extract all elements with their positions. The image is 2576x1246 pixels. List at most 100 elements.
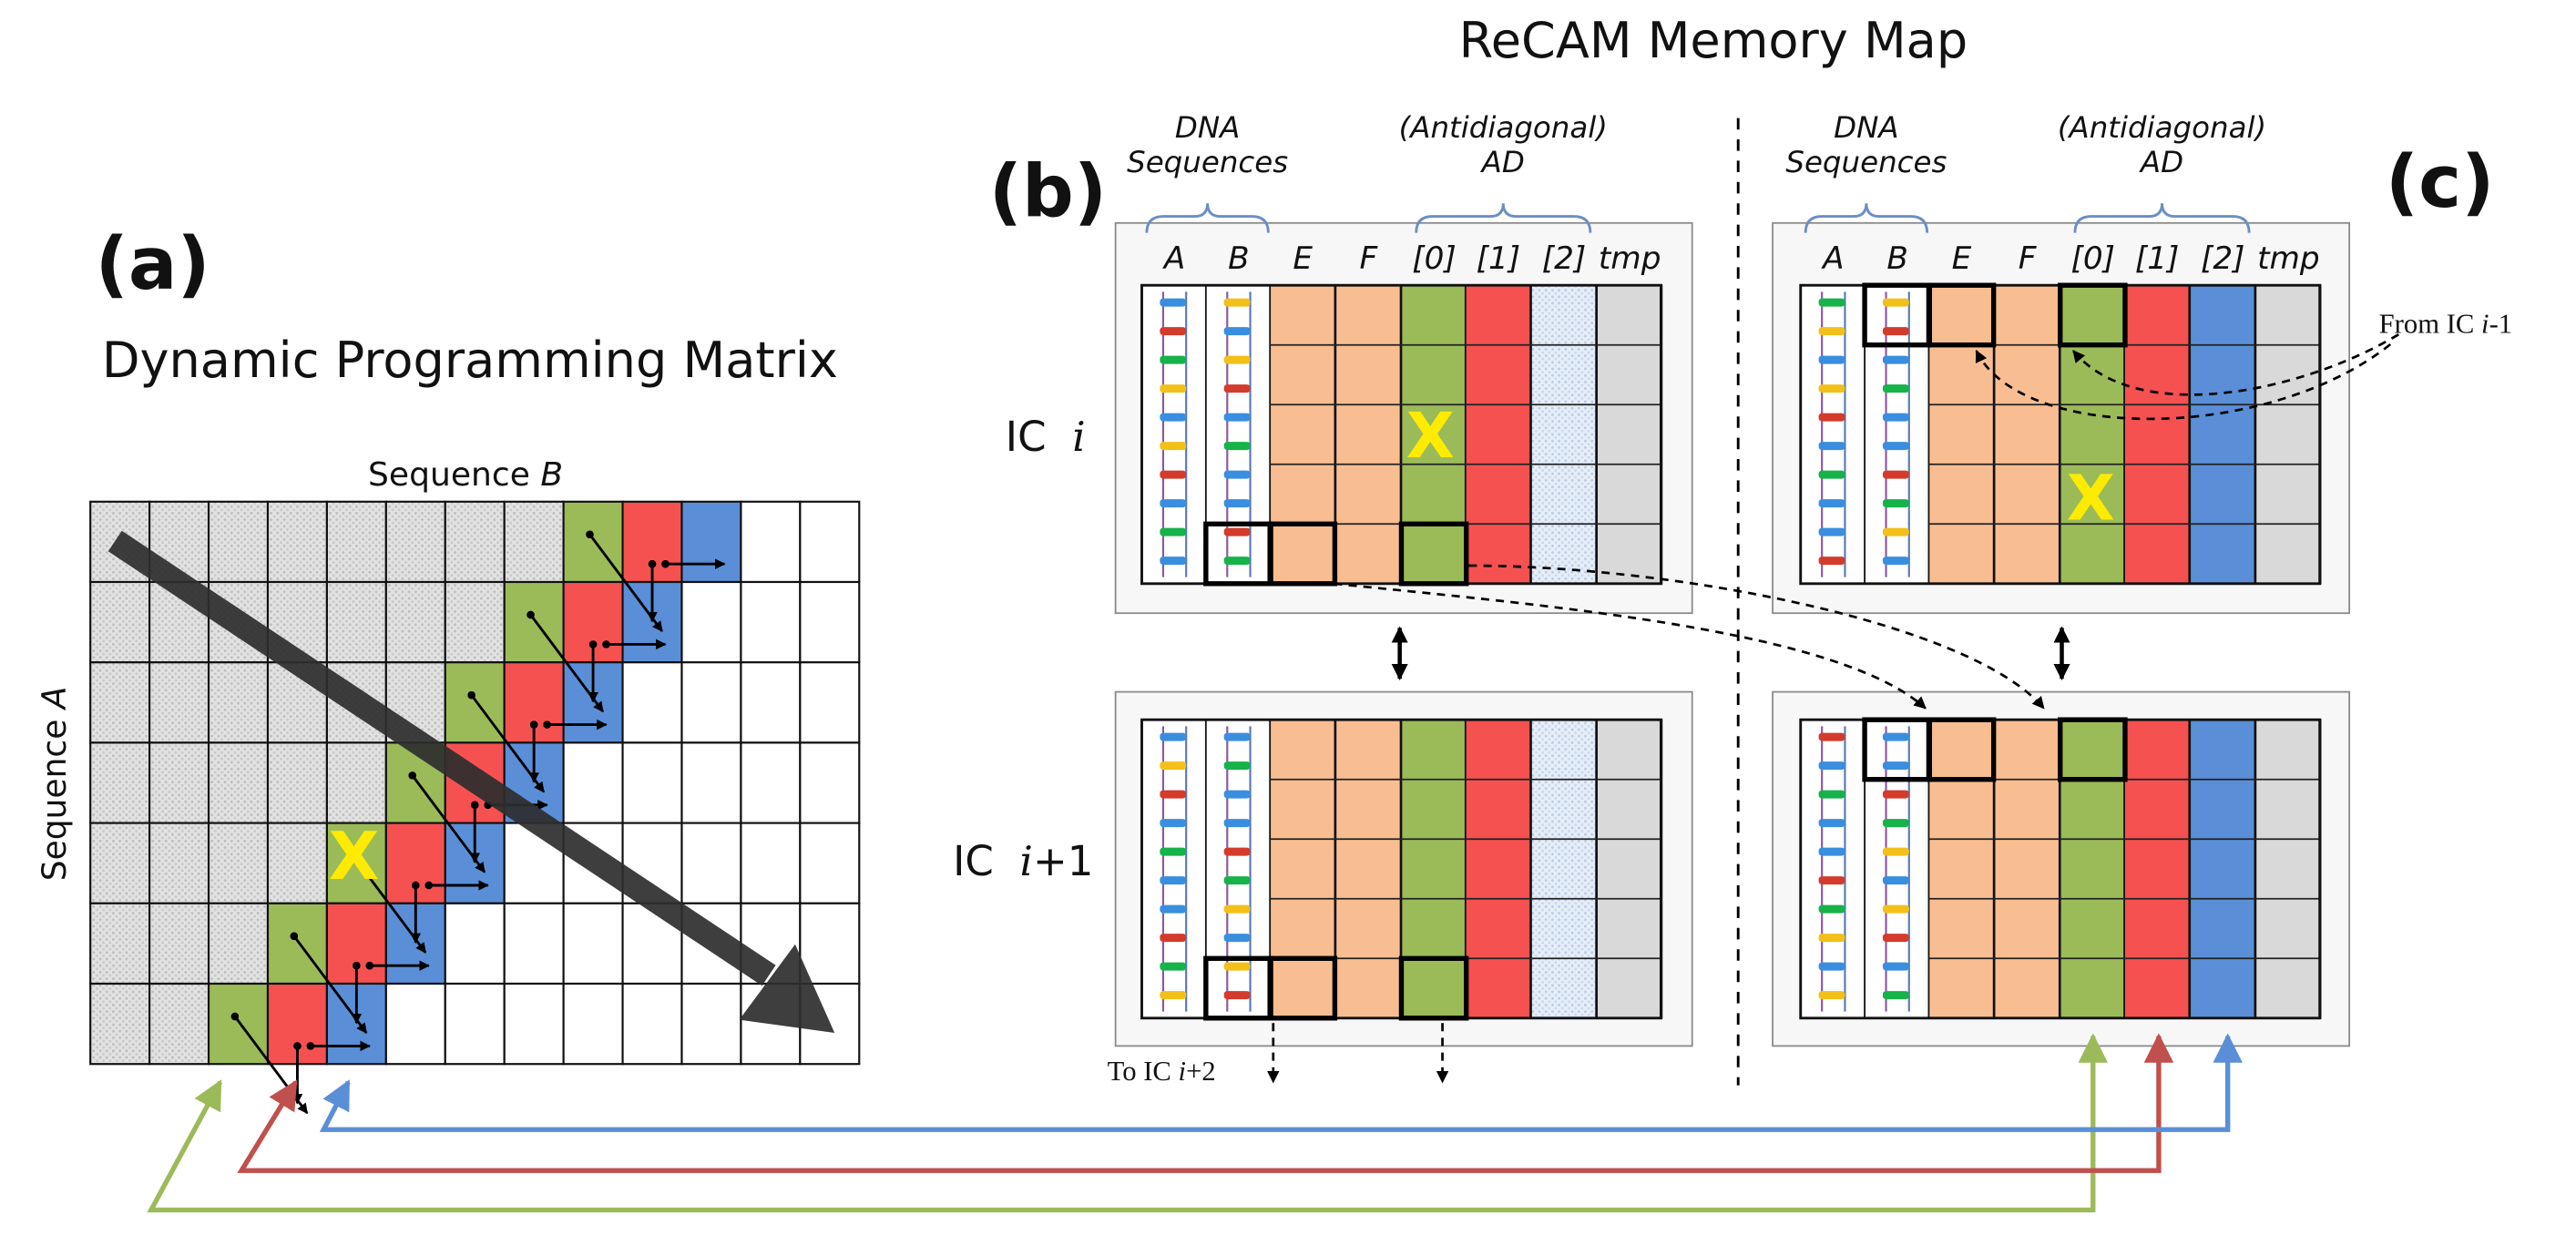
dna-base xyxy=(1882,732,1909,741)
dna-base xyxy=(1223,527,1251,536)
dna-base xyxy=(1223,499,1251,508)
dna-base xyxy=(1223,470,1251,479)
col-header-tmp-b: tmp xyxy=(1598,240,1661,278)
dna-base xyxy=(1223,876,1251,885)
memory-column xyxy=(1927,284,1995,585)
col-header-tmp-c: tmp xyxy=(2257,240,2320,278)
figure-title: ReCAM Memory Map xyxy=(1458,13,1968,71)
matrix-cell xyxy=(740,822,802,904)
memory-column xyxy=(1334,284,1402,585)
highlight-box xyxy=(1398,521,1469,587)
dna-base xyxy=(1160,962,1187,971)
dna-base xyxy=(1818,876,1845,885)
matrix-y-axis-label: Sequence A xyxy=(34,686,75,882)
panel-label-c: (c) xyxy=(2385,140,2495,225)
dna-base xyxy=(1223,934,1251,943)
col-header-b-c: B xyxy=(1886,240,1908,278)
dna-base xyxy=(1160,384,1187,393)
dna-base xyxy=(1818,413,1845,422)
matrix-cell xyxy=(680,982,742,1066)
dna-base xyxy=(1223,298,1251,307)
dna-base xyxy=(1882,847,1909,856)
matrix-cell xyxy=(384,982,446,1066)
matrix-cell xyxy=(325,580,387,664)
memory-column xyxy=(1400,719,1467,1019)
dna-base xyxy=(1818,527,1845,536)
matrix-cell xyxy=(680,500,742,584)
matrix-cell xyxy=(740,741,802,824)
dna-base xyxy=(1818,790,1845,799)
memory-column xyxy=(1269,719,1336,1019)
feedback-arrow-green xyxy=(147,1033,2109,1213)
col-header-b-b: B xyxy=(1228,240,1250,278)
panel-label-a: (a) xyxy=(95,222,210,307)
dna-base xyxy=(1818,934,1845,943)
matrix-cell xyxy=(799,741,861,824)
dna-base xyxy=(1882,904,1909,914)
dna-base xyxy=(1160,819,1187,828)
sweep-arrow-shaft xyxy=(107,530,776,986)
matrix-cell xyxy=(89,902,151,986)
dna-base xyxy=(1882,413,1909,422)
dna-base xyxy=(1818,327,1845,336)
highlight-box xyxy=(1926,282,1997,348)
col-header-ad0-b: [0] xyxy=(1412,240,1457,278)
matrix-cell xyxy=(680,580,742,664)
matrix-cell xyxy=(621,661,683,744)
dna-base xyxy=(1223,790,1251,799)
matrix-cell xyxy=(503,902,565,986)
highlight-box xyxy=(1926,717,1997,782)
dna-base xyxy=(1818,819,1845,828)
memory-column xyxy=(2123,719,2191,1019)
dna-base xyxy=(1223,557,1251,566)
memory-column xyxy=(1927,719,1995,1019)
dna-base xyxy=(1882,991,1909,1000)
matrix-cell xyxy=(799,661,861,744)
memory-column xyxy=(1596,284,1663,585)
dna-brace-b xyxy=(1145,203,1270,233)
matrix-cell xyxy=(444,580,506,664)
dna-base xyxy=(1818,298,1845,307)
dna-base xyxy=(1160,732,1187,741)
dna-base xyxy=(1160,527,1187,536)
memory-column xyxy=(1530,284,1598,585)
dna-base xyxy=(1882,327,1909,336)
matrix-cell xyxy=(444,902,506,986)
memory-column xyxy=(1993,719,2060,1019)
matrix-cell xyxy=(89,741,151,824)
dna-brace-c xyxy=(1804,203,1929,233)
matrix-cell xyxy=(89,580,151,664)
matrix-cell xyxy=(503,982,565,1066)
col-header-e-c: E xyxy=(1951,240,1972,278)
matrix-cell xyxy=(503,500,565,584)
matrix-cell xyxy=(325,741,387,824)
matrix-cell xyxy=(680,741,742,824)
col-header-a-c: A xyxy=(1823,240,1845,278)
dna-base xyxy=(1882,499,1909,508)
dna-base xyxy=(1882,527,1909,536)
matrix-cell xyxy=(799,500,861,584)
memory-column xyxy=(2123,284,2191,585)
matrix-cell xyxy=(799,902,861,986)
to-ic-note: To IC i+2 xyxy=(1107,1056,1216,1088)
matrix-cell xyxy=(680,822,742,904)
matrix-cell xyxy=(503,580,565,664)
matrix-cell xyxy=(266,741,328,824)
matrix-cell xyxy=(562,902,624,986)
matrix-cell xyxy=(207,500,270,584)
dna-base xyxy=(1223,355,1251,364)
dna-base xyxy=(1818,355,1845,364)
dna-base xyxy=(1818,962,1845,971)
matrix-cell xyxy=(266,500,328,584)
dna-base xyxy=(1160,934,1187,943)
memory-column xyxy=(1464,719,1531,1019)
matrix-x-axis-label: Sequence B xyxy=(368,454,564,494)
dna-base xyxy=(1223,732,1251,741)
dna-base xyxy=(1882,962,1909,971)
dna-base xyxy=(1882,790,1909,799)
matrix-cell xyxy=(562,741,624,824)
dna-base xyxy=(1882,557,1909,566)
dna-base xyxy=(1160,991,1187,1000)
